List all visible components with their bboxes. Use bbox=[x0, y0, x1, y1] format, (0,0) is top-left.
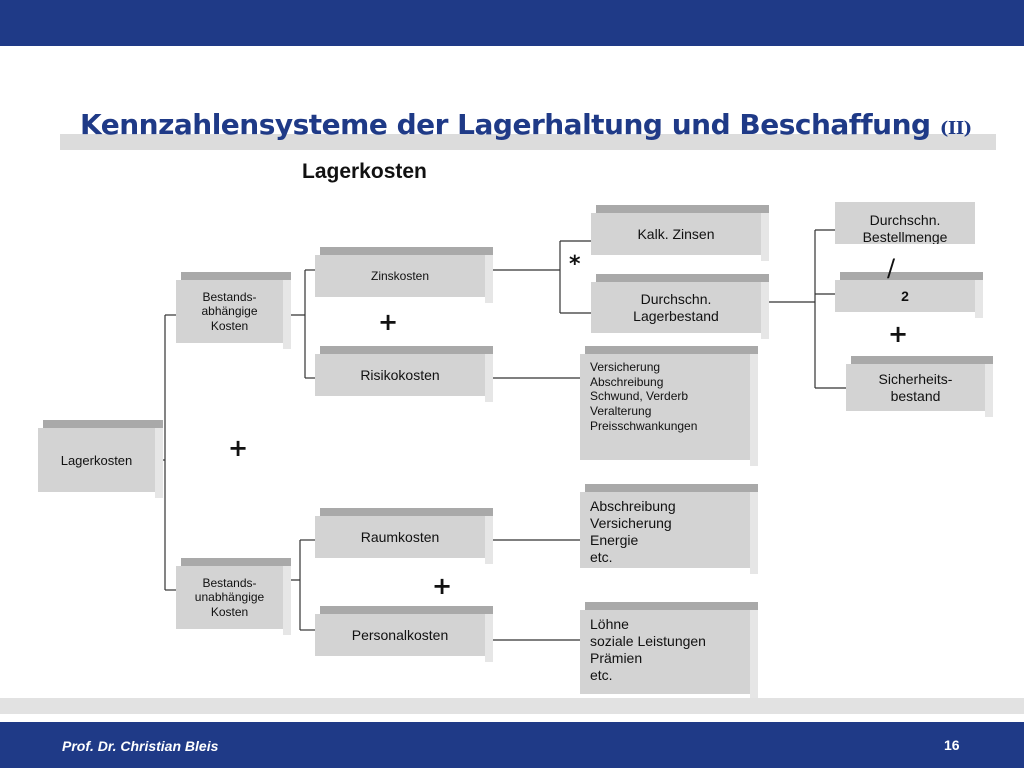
page-title-suffix: (II) bbox=[939, 118, 972, 139]
box-line: Lagerbestand bbox=[633, 307, 719, 324]
box-line: unabhängige bbox=[194, 590, 265, 605]
box-risiko-details: Versicherung Abschreibung Schwund, Verde… bbox=[580, 346, 758, 466]
detail-line: Schwund, Verderb bbox=[590, 389, 689, 404]
detail-line: etc. bbox=[590, 549, 613, 566]
box-lagerkosten: Lagerkosten bbox=[38, 420, 163, 498]
box-risikokosten-label: Risikokosten bbox=[360, 367, 440, 383]
title-band bbox=[60, 134, 996, 150]
box-durchschn-bestellmenge: Durchschn.Bestellmenge bbox=[835, 202, 975, 244]
box-kalk-zinsen-label: Kalk. Zinsen bbox=[637, 226, 715, 242]
operator-plus: + bbox=[432, 572, 453, 600]
detail-line: Preisschwankungen bbox=[590, 418, 698, 433]
top-bar bbox=[0, 0, 1024, 46]
operator-plus: + bbox=[378, 308, 399, 336]
detail-line: Versicherung bbox=[590, 360, 661, 374]
box-line: Bestellmenge bbox=[862, 229, 948, 244]
box-line: abhängige bbox=[201, 304, 258, 319]
detail-line: Veralterung bbox=[590, 403, 652, 418]
page-number: 16 bbox=[944, 737, 960, 753]
bottom-band bbox=[0, 698, 1024, 714]
box-zwei: 2 bbox=[835, 272, 983, 318]
page-title-main: Kennzahlensysteme der Lagerhaltung und B… bbox=[80, 108, 931, 141]
box-personalkosten-label: Personalkosten bbox=[351, 627, 449, 643]
box-line: Kosten bbox=[210, 318, 249, 333]
box-durchschn-lagerbestand: Durchschn.Lagerbestand bbox=[591, 274, 769, 339]
box-kalk-zinsen: Kalk. Zinsen bbox=[591, 205, 769, 261]
detail-line: Versicherung bbox=[590, 515, 672, 532]
operator-plus: + bbox=[888, 320, 909, 348]
box-zinskosten: Zinskosten bbox=[315, 247, 493, 303]
detail-line: Abschreibung bbox=[590, 374, 664, 389]
box-line: bestand bbox=[890, 387, 941, 404]
box-line: Bestands- bbox=[202, 290, 257, 305]
operator-plus: + bbox=[228, 434, 249, 462]
footer-bar bbox=[0, 722, 1024, 768]
footer-author: Prof. Dr. Christian Bleis bbox=[62, 738, 219, 754]
box-line: Durchschn. bbox=[869, 212, 941, 229]
box-raum-details: Abschreibung Versicherung Energie etc. bbox=[580, 484, 758, 574]
detail-line: etc. bbox=[590, 667, 613, 684]
operator-multiply: * bbox=[569, 252, 581, 277]
box-raumkosten: Raumkosten bbox=[315, 508, 493, 564]
box-raumkosten-label: Raumkosten bbox=[360, 529, 440, 545]
page-title: Kennzahlensysteme der Lagerhaltung und B… bbox=[80, 108, 972, 141]
box-zwei-label: 2 bbox=[901, 288, 909, 304]
box-personal-details: Löhne soziale Leistungen Prämien etc. bbox=[580, 602, 758, 700]
detail-line: soziale Leistungen bbox=[590, 633, 706, 650]
diagram-subtitle: Lagerkosten bbox=[302, 160, 427, 183]
box-line: Bestands- bbox=[202, 576, 257, 591]
box-line: Durchschn. bbox=[640, 290, 712, 307]
box-risikokosten: Risikokosten bbox=[315, 346, 493, 402]
operator-divide: / bbox=[887, 254, 896, 282]
detail-line: Abschreibung bbox=[590, 498, 676, 514]
detail-line: Prämien bbox=[590, 650, 643, 667]
box-line: Kosten bbox=[210, 604, 249, 619]
box-line: Sicherheits- bbox=[878, 370, 953, 387]
box-zinskosten-label: Zinskosten bbox=[370, 269, 430, 283]
box-lagerkosten-label: Lagerkosten bbox=[60, 452, 133, 468]
box-sicherheitsbestand: Sicherheits-bestand bbox=[846, 356, 993, 417]
box-personalkosten: Personalkosten bbox=[315, 606, 493, 662]
detail-line: Energie bbox=[590, 532, 639, 549]
detail-line: Löhne bbox=[590, 616, 629, 632]
